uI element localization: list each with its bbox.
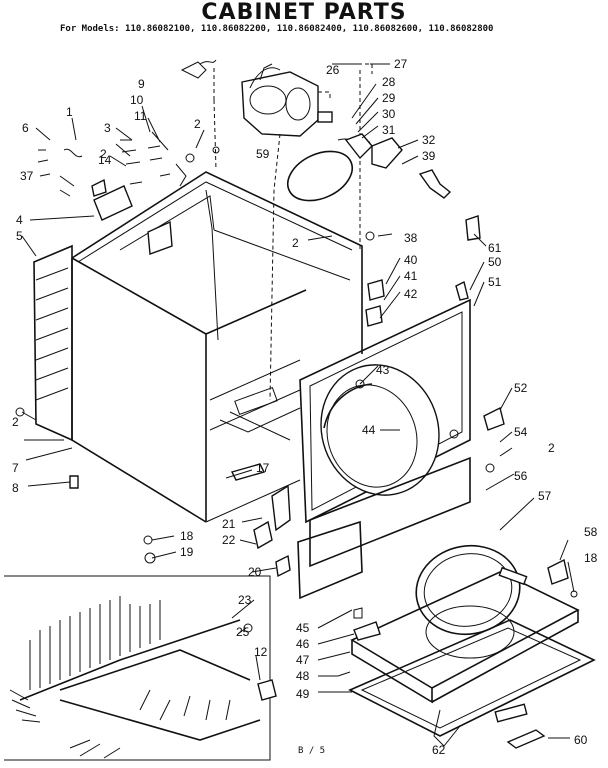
leader-lines: [21, 63, 575, 747]
small-parts-right: [337, 215, 578, 677]
callout-54: 54: [514, 425, 528, 439]
callout-12: 12: [254, 645, 268, 659]
idler-pulley: [344, 133, 373, 160]
callout-2: 2: [194, 117, 201, 131]
terminal-block: [257, 679, 277, 701]
callout-1: 1: [66, 105, 73, 119]
callout-44: 44: [362, 423, 376, 437]
callout-28: 28: [382, 75, 396, 89]
callout-46: 46: [296, 637, 310, 651]
callout-51: 51: [488, 275, 502, 289]
callout-17: 17: [256, 461, 270, 475]
models-line: For Models: 110.86082100, 110.86082200, …: [60, 24, 494, 34]
callout-23: 23: [238, 593, 252, 607]
callout-22: 22: [222, 533, 236, 547]
callout-29: 29: [382, 91, 396, 105]
callout-2: 2: [292, 236, 299, 250]
callout-3: 3: [104, 121, 111, 135]
thermal-fuse: [365, 305, 383, 327]
cabinet-body: [71, 171, 363, 523]
page-number: B / 5: [298, 746, 326, 756]
callout-60: 60: [574, 733, 588, 747]
callout-5: 5: [16, 229, 23, 243]
diagram-title: CABINET PARTS: [201, 0, 407, 25]
idler-bracket: [371, 137, 403, 169]
door-handle: [506, 729, 546, 749]
blower-wheel: [418, 169, 452, 199]
callout-labels: 1222223456789101112141718181920212223252…: [12, 57, 598, 757]
callout-10: 10: [130, 93, 144, 107]
callout-2: 2: [548, 441, 555, 455]
callout-2: 2: [12, 415, 19, 429]
door-inner-panel: [348, 619, 596, 737]
front-panel: [299, 298, 471, 524]
thermostat: [367, 279, 385, 301]
callout-39: 39: [422, 149, 436, 163]
callout-8: 8: [12, 481, 19, 495]
callout-2: 2: [100, 147, 107, 161]
small-parts: [15, 139, 291, 578]
callout-59: 59: [256, 147, 270, 161]
callout-57: 57: [538, 489, 552, 503]
terminal-block-4: [93, 185, 133, 221]
callout-61: 61: [488, 241, 502, 255]
callout-40: 40: [404, 253, 418, 267]
motor-assembly: [241, 63, 333, 137]
callout-11: 11: [134, 109, 147, 123]
callout-45: 45: [296, 621, 310, 635]
callout-32: 32: [422, 133, 436, 147]
callout-47: 47: [296, 653, 310, 667]
door-switch: [253, 520, 273, 550]
callout-49: 49: [296, 687, 310, 701]
callout-43: 43: [376, 363, 390, 377]
lower-panel: [297, 520, 363, 600]
callout-41: 41: [404, 269, 418, 283]
callout-48: 48: [296, 669, 310, 683]
callout-21: 21: [222, 517, 236, 531]
callout-42: 42: [404, 287, 418, 301]
callout-18: 18: [584, 551, 598, 565]
callout-20: 20: [248, 565, 262, 579]
switch-bracket: [180, 61, 207, 79]
callout-7: 7: [12, 461, 19, 475]
callout-4: 4: [16, 213, 23, 227]
callout-52: 52: [514, 381, 528, 395]
bracket-part: [147, 220, 173, 255]
callout-26: 26: [326, 63, 340, 77]
callout-62: 62: [432, 743, 446, 757]
callout-38: 38: [404, 231, 418, 245]
callout-37: 37: [20, 169, 34, 183]
door-latch: [271, 484, 291, 532]
callout-9: 9: [138, 77, 145, 91]
callout-14: 14: [98, 153, 112, 167]
toe-panel: [309, 456, 471, 568]
callout-50: 50: [488, 255, 502, 269]
callout-30: 30: [382, 107, 396, 121]
callout-31: 31: [382, 123, 396, 137]
callout-6: 6: [22, 121, 29, 135]
door-catch: [483, 406, 505, 431]
door-strike: [465, 215, 481, 241]
drive-belt: [287, 150, 353, 202]
side-panel: [33, 244, 73, 442]
leveling-leg: [69, 475, 79, 489]
callout-27: 27: [394, 57, 408, 71]
callout-19: 19: [180, 545, 194, 559]
callout-56: 56: [514, 469, 528, 483]
wiring-harness: [4, 575, 277, 761]
callout-58: 58: [584, 525, 598, 539]
callout-18: 18: [180, 529, 194, 543]
callout-25: 25: [236, 625, 250, 639]
hinge: [547, 558, 569, 585]
